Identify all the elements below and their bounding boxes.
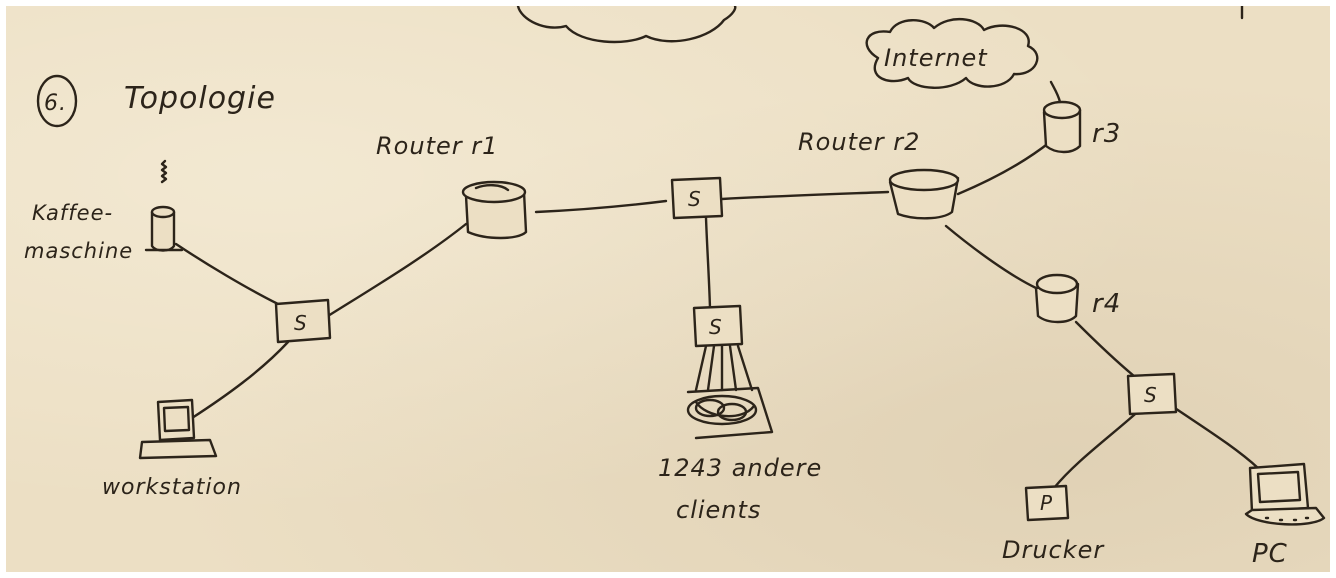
drucker-label: Drucker — [1002, 536, 1105, 564]
link-r2-r3 — [956, 140, 1052, 196]
router-r1-icon — [461, 180, 528, 240]
link-r3-internet — [1049, 80, 1062, 104]
page-title: Topologie — [124, 81, 276, 116]
steam-icon — [160, 159, 168, 184]
printer-icon-letter: P — [1040, 491, 1053, 515]
router-r1: Router r1 — [376, 132, 528, 240]
switch-center-label: S — [688, 187, 701, 211]
workstation-node: workstation — [102, 398, 242, 500]
router-r2-label: Router r2 — [798, 128, 920, 156]
kaffeemaschine-node: Kaffee- maschine — [24, 159, 184, 263]
switch-clients-label: S — [709, 315, 722, 339]
topology-diagram: 6. Topologie — [24, 6, 1326, 569]
pc-node: PC — [1244, 462, 1326, 569]
router-r2: Router r2 — [798, 128, 960, 220]
paper-sheet: 6. Topologie — [6, 6, 1330, 572]
router-r2-icon — [888, 168, 960, 220]
switch-left: S — [274, 298, 332, 344]
kaffeemaschine-label-2: maschine — [24, 239, 133, 263]
pc-label: PC — [1252, 539, 1288, 569]
router-r4-label: r4 — [1092, 289, 1121, 319]
switch-clients: S — [692, 304, 744, 348]
link-switch-center-switch-clients — [704, 216, 712, 310]
switch-right: S — [1126, 372, 1178, 416]
switch-left-label: S — [294, 311, 307, 335]
coffee-machine-icon — [144, 205, 184, 252]
link-kaffee-switch — [174, 242, 280, 306]
cloud-icon — [865, 18, 1039, 89]
link-switch-workstation — [190, 340, 290, 420]
router-r4-icon — [1034, 273, 1080, 324]
router-r1-label: Router r1 — [376, 132, 498, 160]
title-number-badge: 6. — [36, 74, 78, 128]
router-r3: r3 — [1042, 100, 1121, 154]
workstation-icon — [138, 398, 218, 460]
link-switch-r1 — [326, 222, 468, 318]
kaffeemaschine-label-1: Kaffee- — [32, 201, 113, 225]
workstation-label: workstation — [102, 475, 242, 500]
link-r4-switch-right — [1074, 320, 1136, 378]
title-number: 6. — [44, 91, 67, 116]
link-r2-r4 — [944, 224, 1038, 290]
router-r4: r4 — [1034, 273, 1121, 324]
clients-node: 1243 andere clients — [658, 344, 822, 524]
internet-cloud: Internet — [865, 18, 1039, 89]
link-switch-pc — [1164, 400, 1260, 470]
internet-label: Internet — [884, 44, 988, 72]
switch-right-label: S — [1144, 383, 1157, 407]
pc-icon — [1244, 462, 1326, 526]
clients-cluster-icon — [686, 344, 774, 440]
router-r3-icon — [1042, 100, 1082, 154]
top-cloud — [516, 6, 737, 44]
link-r1-switch-center — [534, 199, 668, 214]
link-switch-drucker — [1052, 406, 1144, 490]
printer-icon: P — [1024, 484, 1070, 522]
link-switch-center-r2 — [720, 190, 890, 201]
router-r3-label: r3 — [1092, 119, 1121, 149]
switch-center: S — [670, 176, 724, 220]
clients-label-1: 1243 andere — [658, 454, 822, 482]
drucker-node: P Drucker — [1002, 484, 1105, 564]
clients-label-2: clients — [676, 496, 761, 524]
